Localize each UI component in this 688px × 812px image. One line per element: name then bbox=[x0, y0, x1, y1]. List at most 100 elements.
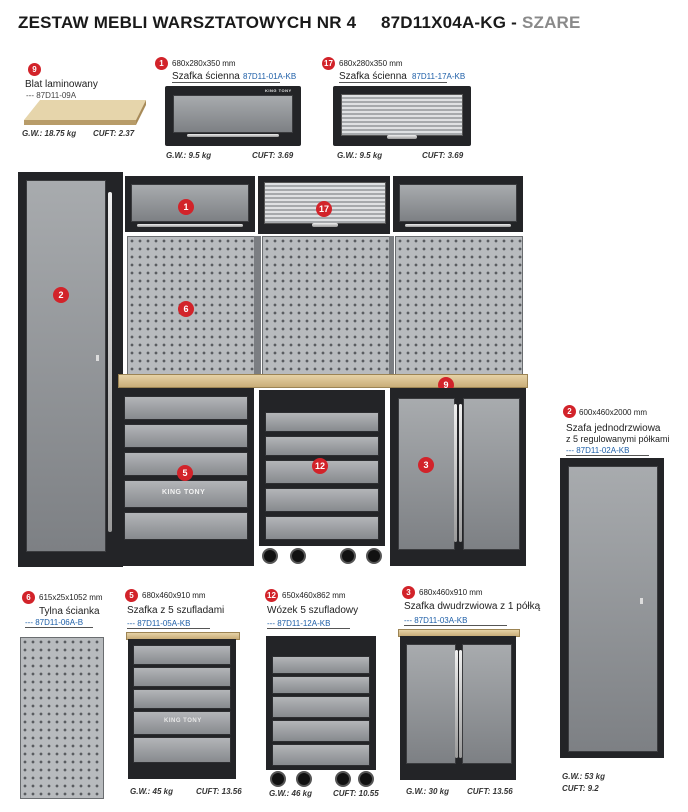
tall-cabinet-door bbox=[568, 466, 658, 752]
wall-cabinet-image: KING TONY bbox=[165, 86, 301, 146]
wall-cabinet-code: 87D11-01A-KB bbox=[243, 72, 297, 81]
back-panel-image bbox=[20, 637, 104, 799]
tall-cabinet-code: --- 87D11-02A-KB bbox=[566, 446, 650, 456]
trolley-cuft: CUFT: 10.55 bbox=[333, 789, 379, 798]
wall-cabinet-handle bbox=[187, 134, 279, 137]
badge-6-back-panel: 6 bbox=[22, 591, 35, 604]
set-pegboard-center bbox=[262, 236, 390, 376]
roller-cabinet-shutter bbox=[341, 94, 463, 136]
badge-1-wall-cabinet: 1 bbox=[155, 57, 168, 70]
set-badge-1: 1 bbox=[178, 199, 194, 215]
set-badge-5: 5 bbox=[177, 465, 193, 481]
roller-cabinet-handle bbox=[387, 135, 417, 139]
set-wall-cabinet-left-handle bbox=[137, 224, 243, 227]
door-cabinet-door-left bbox=[406, 644, 456, 764]
tall-cabinet-image bbox=[560, 458, 664, 758]
worktop-cuft: CUFT: 2.37 bbox=[93, 129, 135, 138]
wall-cabinet-brand: KING TONY bbox=[265, 88, 292, 93]
set-door-handle-right bbox=[459, 404, 462, 542]
set-tall-cabinet-lock bbox=[96, 355, 99, 361]
set-door-right bbox=[463, 398, 520, 550]
set-drawer-4 bbox=[124, 480, 248, 508]
set-drawer-brand: KING TONY bbox=[162, 489, 206, 496]
set-wall-cabinet-right-handle bbox=[405, 224, 511, 227]
trolley-wheel-3 bbox=[335, 771, 351, 787]
back-panel-code: --- 87D11-06A-B bbox=[25, 618, 94, 628]
set-tall-cabinet-handle bbox=[108, 192, 112, 532]
trolley-name: Wózek 5 szufladowy bbox=[267, 605, 359, 616]
drawer-cabinet-drawer-1 bbox=[133, 645, 231, 665]
trolley-wheel-1 bbox=[270, 771, 286, 787]
roller-cabinet-image bbox=[333, 86, 471, 146]
worktop-name: Blat laminowany bbox=[25, 79, 98, 90]
badge-3-door-cabinet: 3 bbox=[402, 586, 415, 599]
trolley-wheel-2 bbox=[296, 771, 312, 787]
set-trolley-drawer-5 bbox=[265, 516, 379, 540]
set-pegboard-right bbox=[395, 236, 523, 376]
door-cabinet-code: --- 87D11-03A-KB bbox=[404, 616, 508, 626]
badge-2-tall-cabinet: 2 bbox=[563, 405, 576, 418]
drawer-cabinet-dimensions: 680x460x910 mm bbox=[142, 591, 206, 600]
tall-cabinet-subname: z 5 regulowanymi półkami bbox=[566, 434, 670, 444]
title-main: ZESTAW MEBLI WARSZTATOWYCH NR 4 bbox=[18, 13, 357, 32]
drawer-cabinet-name: Szafka z 5 szufladami bbox=[127, 605, 225, 616]
wall-cabinet-cuft: CUFT: 3.69 bbox=[252, 151, 294, 160]
set-drawer-5 bbox=[124, 512, 248, 540]
wall-cabinet-dimensions: 680x280x350 mm bbox=[172, 59, 236, 68]
set-trolley-wheel-1 bbox=[262, 548, 278, 564]
drawer-cabinet-drawer-2 bbox=[133, 667, 231, 687]
set-badge-3: 3 bbox=[418, 457, 434, 473]
set-badge-12: 12 bbox=[312, 458, 328, 474]
badge-9-worktop: 9 bbox=[28, 63, 41, 76]
drawer-cabinet-gw: G.W.: 45 kg bbox=[130, 787, 173, 796]
tall-cabinet-name: Szafa jednodrzwiowa bbox=[566, 423, 661, 434]
roller-cabinet-cuft: CUFT: 3.69 bbox=[422, 151, 464, 160]
worktop-code: --- 87D11-09A bbox=[26, 91, 77, 100]
set-badge-6: 6 bbox=[178, 301, 194, 317]
tall-cabinet-dimensions: 600x460x2000 mm bbox=[579, 408, 648, 417]
drawer-cabinet-image: KING TONY bbox=[128, 639, 236, 779]
back-panel-dimensions: 615x25x1052 mm bbox=[39, 593, 103, 602]
roller-cabinet-dimensions: 680x280x350 mm bbox=[339, 59, 403, 68]
tall-cabinet-lock bbox=[640, 598, 643, 604]
badge-12-trolley: 12 bbox=[265, 589, 278, 602]
back-panel-name: Tylna ścianka bbox=[39, 606, 100, 617]
wall-cabinet-gw: G.W.: 9.5 kg bbox=[166, 151, 212, 160]
door-cabinet-handle-left bbox=[455, 650, 458, 758]
set-wall-cabinet-right-door bbox=[399, 184, 517, 222]
set-badge-2: 2 bbox=[53, 287, 69, 303]
set-door-cabinet bbox=[390, 388, 526, 566]
wall-cabinet-door bbox=[173, 95, 293, 133]
trolley-drawer-5 bbox=[272, 744, 370, 766]
worktop-image bbox=[24, 100, 146, 125]
trolley-dimensions: 650x460x862 mm bbox=[282, 591, 346, 600]
door-cabinet-cuft: CUFT: 13.56 bbox=[467, 787, 513, 796]
model-code: 87D11X04A-KG bbox=[380, 13, 507, 32]
door-cabinet-door-right bbox=[462, 644, 512, 764]
trolley-wheel-4 bbox=[358, 771, 374, 787]
set-trolley-wheel-2 bbox=[290, 548, 306, 564]
roller-cabinet-name: Szafka ścienna bbox=[339, 71, 447, 83]
set-roller-handle bbox=[312, 223, 338, 227]
roller-cabinet-code: 87D11-17A-KB bbox=[412, 72, 466, 81]
trolley-drawer-3 bbox=[272, 696, 370, 718]
drawer-cabinet-cuft: CUFT: 13.56 bbox=[196, 787, 242, 796]
roller-cabinet-gw: G.W.: 9.5 kg bbox=[337, 151, 383, 160]
set-trolley-drawer-2 bbox=[265, 436, 379, 456]
door-cabinet-image bbox=[400, 636, 516, 780]
drawer-cabinet-drawer-5 bbox=[133, 737, 231, 763]
door-cabinet-dimensions: 680x460x910 mm bbox=[419, 588, 483, 597]
trolley-drawer-2 bbox=[272, 676, 370, 694]
set-worktop bbox=[118, 374, 528, 388]
badge-5-drawer-cabinet: 5 bbox=[125, 589, 138, 602]
set-badge-17: 17 bbox=[316, 201, 332, 217]
drawer-cabinet-drawer-4 bbox=[133, 711, 231, 735]
trolley-code: --- 87D11-12A-KB bbox=[267, 619, 351, 629]
set-door-handle-left bbox=[454, 404, 457, 542]
set-tall-cabinet-door bbox=[26, 180, 106, 552]
drawer-cabinet-brand: KING TONY bbox=[164, 718, 202, 724]
worktop-gw: G.W.: 18.75 kg bbox=[22, 129, 77, 138]
set-trolley-wheel-3 bbox=[340, 548, 356, 564]
title-separator: - bbox=[511, 13, 518, 32]
